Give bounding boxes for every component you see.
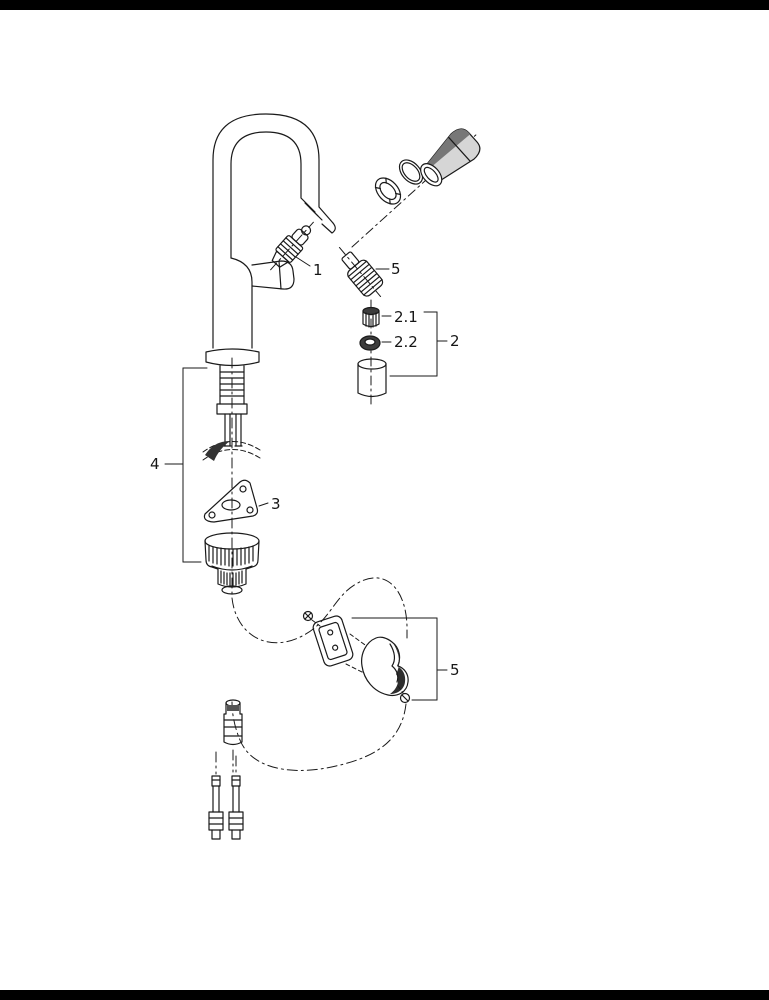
callout-5-top-label: 5	[391, 260, 401, 278]
mousseur-parts	[357, 299, 392, 405]
spacer-ring	[398, 159, 424, 185]
callout-2-2-label: 2.2	[394, 333, 418, 351]
callout-5-bottom-label: 5	[450, 661, 460, 679]
hose-loop-centerline	[231, 577, 408, 771]
supply-hoses	[208, 751, 244, 840]
stabilizer-triangle	[203, 479, 269, 523]
top-border-bar	[0, 0, 769, 10]
callout-5-bottom-bracket	[351, 617, 448, 701]
handle-lever	[251, 260, 295, 290]
holder-plate	[312, 615, 354, 667]
callout-3-label: 3	[271, 495, 281, 513]
mounting-nut	[204, 532, 260, 595]
holder-hook	[361, 636, 409, 697]
holder-screw-top	[302, 610, 321, 627]
hose-holder-set	[302, 610, 411, 704]
callout-2-1-label: 2.1	[394, 308, 418, 326]
mousseur-seal	[359, 335, 381, 351]
hose-end-connector	[338, 246, 384, 298]
callout-2-bracket	[389, 311, 448, 377]
callout-2-label: 2	[450, 332, 460, 350]
spray-head-cone	[420, 128, 481, 187]
spray-head-assembly	[351, 128, 481, 248]
mousseur-insert	[362, 306, 380, 328]
hose-nut-ring	[374, 177, 402, 205]
callout-4-bracket	[164, 367, 208, 563]
diverter-cartridge	[270, 221, 314, 271]
mousseur-sleeve	[357, 358, 387, 398]
holder-screw-bottom	[397, 685, 411, 704]
supply-hose-left	[208, 775, 224, 840]
hose-coupling	[223, 699, 243, 746]
supply-hose-right	[228, 775, 244, 840]
callout-1-leader	[295, 256, 311, 267]
callout-1-label: 1	[313, 261, 323, 279]
faucet-spout-body	[205, 113, 336, 599]
wave-washer	[202, 441, 261, 461]
callout-4-label: 4	[150, 455, 160, 473]
bottom-border-bar	[0, 990, 769, 1000]
